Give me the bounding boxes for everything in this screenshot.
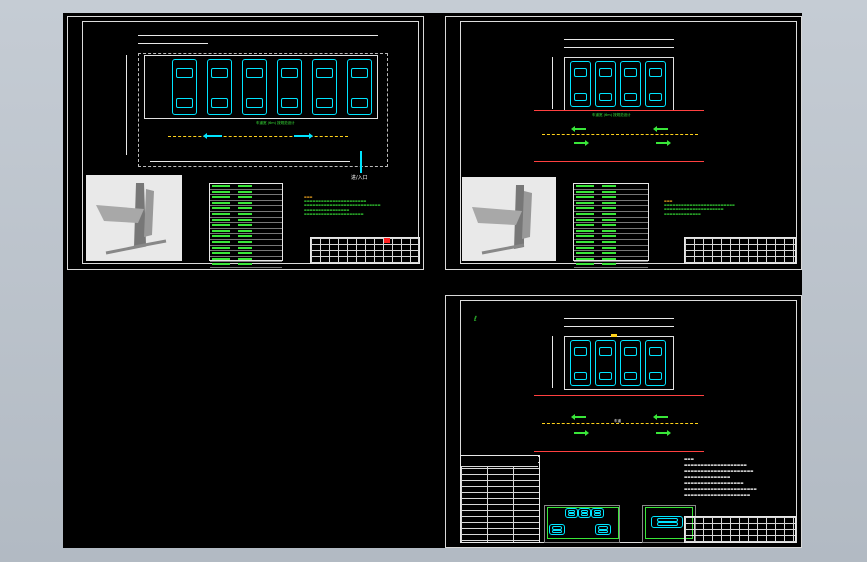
drawing-frame: [460, 21, 797, 264]
parking-bay: [564, 336, 674, 390]
car-icon: [645, 61, 666, 107]
car-icon: [347, 59, 372, 115]
car-icon: [570, 61, 591, 107]
dimension-line: [126, 55, 127, 155]
arrow-icon: [653, 414, 668, 420]
arrow-icon: [203, 133, 222, 139]
dimension-line: [138, 35, 378, 36]
lane-width-label: 车道宽 (6m) 按规范设计: [256, 121, 295, 125]
car-icon: [651, 516, 683, 528]
title-block-stamp: [384, 238, 390, 243]
drawing-sheet-2[interactable]: 车道宽 (6m) 按规范设计 ▬▬▬ ▬▬▬▬▬▬▬▬▬▬▬▬▬▬▬▬▬▬▬▬▬…: [445, 16, 802, 270]
car-icon: [645, 340, 666, 386]
lift-render-image: [86, 175, 182, 261]
lift-render-drawing: [96, 183, 167, 255]
dimension-line: [138, 43, 208, 44]
technical-notes: ▬▬▬ ▬▬▬▬▬▬▬▬▬▬▬▬▬▬▬▬▬▬▬▬▬▬▬▬▬ ▬▬▬▬▬▬▬▬▬▬…: [664, 199, 735, 216]
lift-render-image: [462, 177, 556, 261]
car-icon: [565, 508, 578, 518]
car-icon: [172, 59, 197, 115]
drawing-sheet-1[interactable]: 车道宽 (6m) 按规范设计 进/入口 ▬▬▬ ▬▬▬▬▬▬▬▬▬▬▬▬▬▬▬: [67, 16, 424, 270]
arrow-icon: [571, 126, 586, 132]
car-icon: [591, 508, 604, 518]
elevation-view: [544, 505, 620, 543]
entry-arrow: [360, 151, 362, 173]
parameter-table: [460, 455, 540, 543]
car-icon: [312, 59, 337, 115]
driveway: [534, 395, 704, 452]
lift-render-drawing: [472, 185, 532, 255]
lane-width-label: 车道宽 (6m) 按规范设计: [592, 113, 631, 117]
arrow-icon: [656, 430, 671, 436]
dimension-line: [564, 47, 674, 48]
elevation-frame: [547, 507, 619, 539]
highlight-marker: [611, 334, 617, 337]
arrow-icon: [294, 133, 313, 139]
arrow-icon: [656, 140, 671, 146]
entry-label: 进/入口: [351, 175, 368, 181]
garage-outline: [138, 53, 388, 167]
title-block: [310, 237, 420, 264]
cad-model-space[interactable]: 车道宽 (6m) 按规范设计 进/入口 ▬▬▬ ▬▬▬▬▬▬▬▬▬▬▬▬▬▬▬: [63, 13, 802, 548]
car-icon: [578, 508, 591, 518]
parameter-table-header: [461, 456, 538, 467]
title-block: [684, 516, 796, 543]
specification-table: [573, 183, 649, 268]
lane-centerline: [542, 134, 698, 135]
car-icon: [620, 340, 641, 386]
lane-edge: [150, 161, 350, 162]
car-icon: [207, 59, 232, 115]
drawing-sheet-3[interactable]: ℓ 车道 ▬▬▬ ▬▬▬▬: [445, 295, 802, 548]
dimension-line: [564, 326, 674, 327]
north-symbol: ℓ: [474, 315, 477, 323]
car-icon: [277, 59, 302, 115]
lane-centerline: [542, 423, 698, 424]
arrow-icon: [574, 430, 589, 436]
car-icon: [595, 61, 616, 107]
car-icon: [595, 524, 611, 535]
arrow-icon: [574, 140, 589, 146]
technical-notes: ▬▬▬ ▬▬▬▬▬▬▬▬▬▬▬▬▬▬▬▬▬▬▬ ▬▬▬▬▬▬▬▬▬▬▬▬▬▬▬▬…: [684, 457, 757, 497]
lane-centerline: [168, 136, 348, 137]
dimension-line: [552, 336, 553, 388]
technical-notes: ▬▬▬ ▬▬▬▬▬▬▬▬▬▬▬▬▬▬▬▬▬▬▬▬▬▬ ▬▬▬▬▬▬▬▬▬▬▬▬▬…: [304, 195, 381, 216]
car-icon: [549, 524, 565, 535]
car-icon: [595, 340, 616, 386]
car-icon: [570, 340, 591, 386]
title-block: [684, 237, 796, 264]
arrow-icon: [653, 126, 668, 132]
dimension-line: [552, 57, 553, 109]
lane-label: 车道: [614, 419, 621, 423]
arrow-icon: [571, 414, 586, 420]
car-icon: [620, 61, 641, 107]
dimension-line: [564, 39, 674, 40]
parking-bay: [144, 55, 378, 119]
specification-table: [209, 183, 283, 268]
driveway: [534, 110, 704, 162]
drawing-frame: [460, 300, 797, 543]
car-icon: [242, 59, 267, 115]
dimension-line: [564, 318, 674, 319]
